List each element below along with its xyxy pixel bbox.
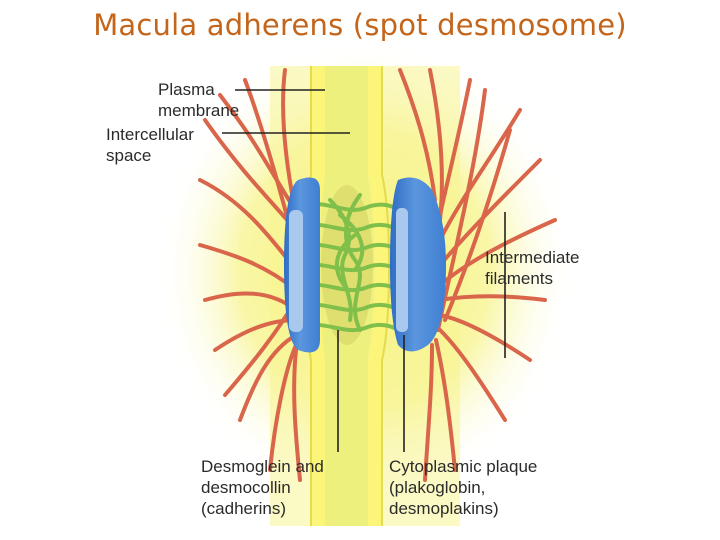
label-intermediate-filaments: Intermediate filaments xyxy=(485,248,580,288)
label-desmoglein-desmocollin: Desmoglein and desmocollin (cadherins) xyxy=(201,457,324,518)
cytoplasmic-plaque-right xyxy=(390,177,446,352)
label-cytoplasmic-plaque: Cytoplasmic plaque (plakoglobin, desmopl… xyxy=(389,457,538,518)
leader-lines xyxy=(222,89,506,452)
cytoplasmic-plaque-left xyxy=(284,177,320,353)
label-plasma-membrane: Plasma membrane xyxy=(158,80,240,120)
label-intercellular-space: Intercellular space xyxy=(106,125,194,165)
intercellular-space-shadow xyxy=(321,185,373,345)
slide-title: Macula adherens (spot desmosome) xyxy=(93,8,627,42)
